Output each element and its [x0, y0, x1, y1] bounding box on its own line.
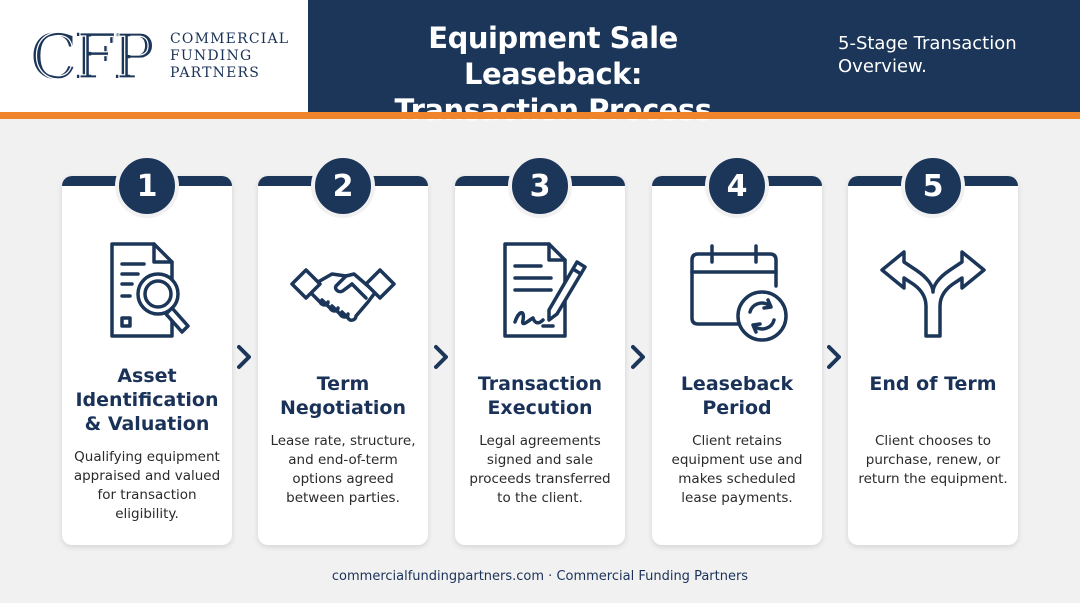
step-number: 4 — [705, 154, 769, 218]
step-desc-line: to the client. — [497, 490, 583, 506]
chevron-right-icon — [631, 345, 645, 369]
step-desc-line: Client chooses to — [874, 433, 992, 449]
cfp-logo-mark: CFP CFP — [30, 20, 160, 90]
step-description: Client retains equipment use and makes s… — [660, 432, 814, 508]
chevron-right-icon — [237, 345, 251, 369]
step-desc-line: equipment use and — [671, 452, 803, 468]
logo-line: FUNDING — [170, 48, 253, 64]
step-card-1: 1 Asset Identification & Valuation Quali… — [62, 154, 232, 545]
step-desc-line: lease payments. — [681, 490, 793, 506]
step-number: 3 — [508, 154, 572, 218]
accent-divider — [0, 112, 1080, 119]
logo-line: PARTNERS — [170, 65, 261, 81]
step-desc-line: return the equipment. — [858, 471, 1008, 487]
step-number: 1 — [115, 154, 179, 218]
step-desc-line: signed and sale — [486, 452, 594, 468]
step-number: 2 — [311, 154, 375, 218]
logo-line: COMMERCIAL — [170, 31, 290, 47]
step-desc-line: appraised and valued — [73, 468, 221, 484]
logo-area: CFP CFP COMMERCIAL FUNDING PARTNERS — [0, 0, 308, 112]
logo-mark-inline: CFP — [33, 20, 155, 90]
step-desc-line: options agreed — [292, 471, 394, 487]
step-title: Asset Identification & Valuation — [68, 364, 226, 436]
split-arrow-icon — [880, 250, 986, 338]
handshake-icon — [290, 268, 396, 322]
document-magnifier-icon — [110, 242, 190, 338]
title-line: Transaction Process — [394, 93, 712, 127]
footer-text: commercialfundingpartners.com · Commerci… — [331, 569, 749, 584]
step-desc-line: Legal agreements — [479, 433, 601, 449]
step-title-line: End of Term — [869, 373, 997, 395]
step-title-line: Execution — [487, 397, 593, 419]
step-desc-line: proceeds transferred — [469, 471, 611, 487]
step-desc-line: for transaction — [97, 487, 197, 503]
step-title: Term Negotiation — [264, 372, 422, 420]
step-title-line: Transaction — [477, 373, 603, 395]
page-title: Equipment Sale Leaseback: Transaction Pr… — [338, 20, 768, 128]
page-subtitle: 5-Stage Transaction Overview. — [838, 32, 1058, 78]
step-title: Transaction Execution — [461, 372, 619, 420]
header: CFP CFP COMMERCIAL FUNDING PARTNERS Equi… — [0, 0, 1080, 127]
subtitle-line: Overview. — [838, 56, 927, 77]
step-desc-line: Lease rate, structure, — [270, 433, 416, 449]
chevron-right-icon — [827, 345, 841, 369]
step-title-line: Period — [702, 397, 772, 419]
title-line: Equipment Sale Leaseback: — [428, 21, 678, 91]
step-title-line: Identification — [75, 389, 219, 411]
logo-mark-text: CFP — [30, 20, 152, 90]
step-desc-line: eligibility. — [115, 506, 179, 522]
step-title-line: Leaseback — [680, 373, 794, 395]
step-description: Qualifying equipment appraised and value… — [70, 448, 224, 524]
step-desc-line: makes scheduled — [678, 471, 796, 487]
title-banner — [308, 0, 1080, 112]
step-desc-line: between parties. — [286, 490, 400, 506]
step-desc-line: purchase, renew, or — [865, 452, 1001, 468]
step-number: 5 — [901, 154, 965, 218]
calendar-renew-icon — [690, 244, 788, 342]
step-card-4: 4 Leaseback Period Client retains equipm… — [652, 154, 822, 545]
step-title: Leaseback Period — [658, 372, 816, 420]
step-desc-line: and end-of-term — [288, 452, 398, 468]
step-card-2: 2 Term Negotiation Lease rate, structure… — [258, 154, 428, 545]
step-card-5: 5 End of Term Client chooses to purchase… — [848, 154, 1018, 545]
step-title-line: Negotiation — [279, 397, 407, 419]
step-title-line: & Valuation — [84, 413, 210, 435]
step-desc-line: Client retains — [692, 433, 782, 449]
step-title: End of Term — [854, 372, 1012, 396]
step-title-line: Term — [316, 373, 370, 395]
step-desc-line: Qualifying equipment — [74, 449, 220, 465]
step-description: Lease rate, structure, and end-of-term o… — [266, 432, 420, 508]
subtitle-line: 5-Stage Transaction — [838, 33, 1017, 54]
signed-contract-icon — [503, 242, 587, 338]
logo-wordmark: COMMERCIAL FUNDING PARTNERS — [170, 31, 300, 82]
step-description: Client chooses to purchase, renew, or re… — [856, 432, 1010, 489]
step-card-3: 3 Transaction Execution Legal agreements… — [455, 154, 625, 545]
chevron-right-icon — [434, 345, 448, 369]
step-description: Legal agreements signed and sale proceed… — [463, 432, 617, 508]
step-title-line: Asset — [117, 365, 177, 387]
